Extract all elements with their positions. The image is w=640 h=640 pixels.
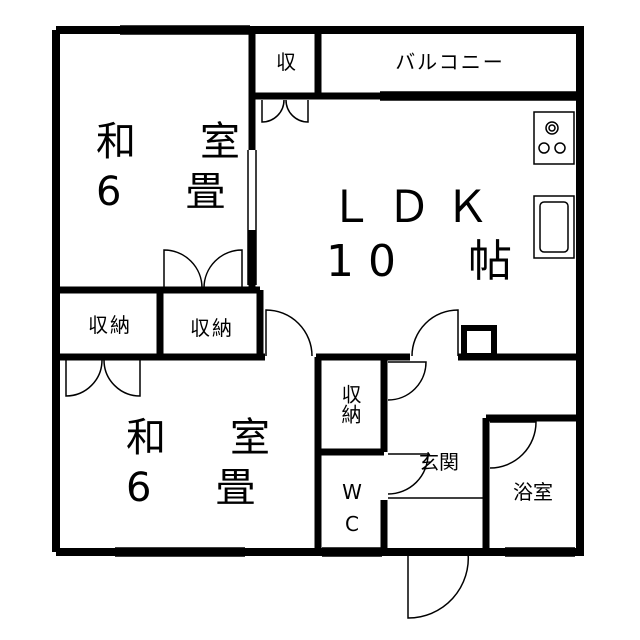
windows — [115, 25, 580, 557]
room-ldk-line2: 10 帖 — [326, 236, 526, 287]
bath-label: 浴室 — [513, 480, 553, 504]
storage-small-label: 収 — [276, 50, 296, 74]
entrance-label: 玄関 — [419, 450, 459, 474]
stove — [533, 111, 575, 165]
interior-walls — [56, 30, 580, 552]
storage-mid-label: 収納 — [190, 316, 234, 340]
column-box — [461, 325, 497, 359]
wc-label: WC — [340, 480, 364, 544]
room-washitsu-bottom-line1: 和 室 — [126, 415, 282, 461]
balcony-label: バルコニー — [395, 50, 505, 74]
sink — [533, 195, 575, 259]
door-swings — [65, 99, 537, 619]
room-ldk-line1: ＬＤＫ — [329, 182, 503, 233]
room-washitsu-top-line1: 和 室 — [96, 119, 252, 165]
room-washitsu-top-line2: 6 畳 — [96, 169, 238, 215]
room-washitsu-bottom-line2: 6 畳 — [126, 465, 268, 511]
storage-vertical-label: 収納 — [338, 384, 362, 424]
storage-left-label: 収納 — [88, 313, 132, 337]
